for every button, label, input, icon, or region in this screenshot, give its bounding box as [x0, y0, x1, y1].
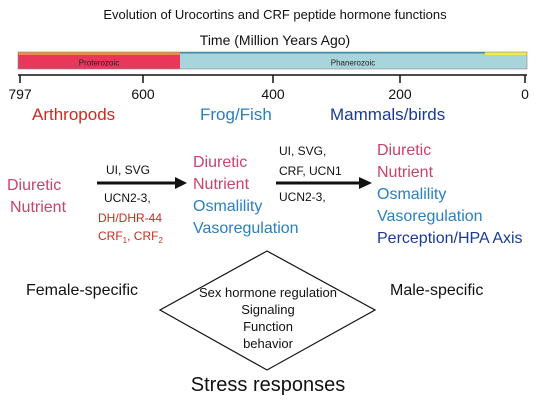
tick-label-600: 600	[131, 86, 155, 102]
frogfish-function-nutrient: Nutrient	[193, 176, 250, 193]
mammal-function-vasoregulation: Vasoregulation	[377, 208, 483, 225]
shared-functions-diamond	[158, 250, 377, 371]
tick-label-400: 400	[261, 86, 285, 102]
arrow1-label-ucn: UCN2-3,	[104, 191, 151, 205]
diamond-line-sex-hormone: Sex hormone regulation	[199, 285, 337, 300]
male-specific-label: Male-specific	[390, 282, 483, 299]
arthropod-function-nutrient: Nutrient	[10, 199, 67, 216]
mammal-function-perception: Perception/HPA Axis	[377, 230, 523, 247]
top-band-blue	[180, 52, 485, 54]
frogfish-function-vasoregulation: Vasoregulation	[193, 220, 299, 237]
diamond-line-signaling: Signaling	[241, 302, 295, 317]
frogfish-function-osmality: Osmalility	[193, 198, 262, 215]
tick-label-797: 797	[8, 86, 32, 102]
mammal-function-osmality: Osmalility	[377, 186, 446, 203]
tick-label-200: 200	[388, 86, 412, 102]
female-specific-label: Female-specific	[26, 282, 138, 299]
timeline-bar: Proterozoic Phanerozoic	[17, 51, 528, 70]
figure-title: Evolution of Urocortins and CRF peptide …	[103, 7, 447, 22]
frogfish-function-diuretic: Diuretic	[193, 154, 247, 171]
diamond-line-behavior: behavior	[243, 336, 294, 351]
eon-phanerozoic-label: Phanerozoic	[331, 59, 375, 68]
group-mammals-birds: Mammals/birds	[330, 105, 445, 124]
transition-arrow-1	[97, 177, 187, 189]
arthropod-function-diuretic: Diuretic	[7, 177, 61, 194]
arrow1-label-dh: DH/DHR-44	[98, 211, 162, 225]
eon-phanerozoic	[180, 55, 527, 69]
timeline-axis-label: Time (Million Years Ago)	[200, 32, 350, 48]
arrow2-label-ui-svg: UI, SVG,	[279, 144, 326, 158]
arrow2-label-crf-ucn1: CRF, UCN1	[279, 164, 342, 178]
tick-label-0: 0	[521, 86, 529, 102]
stress-responses-label: Stress responses	[191, 374, 346, 396]
top-band-yellow	[485, 52, 527, 55]
arrow1-label-ui-svg: UI, SVG	[106, 163, 150, 177]
arrow2-label-ucn: UCN2-3,	[279, 190, 326, 204]
mammal-function-nutrient: Nutrient	[377, 164, 434, 181]
eon-proterozoic	[18, 55, 180, 69]
time-axis: 797 600 400 200 0	[8, 74, 529, 102]
mammal-function-diuretic: Diuretic	[377, 142, 431, 159]
transition-arrow-2	[276, 177, 372, 189]
group-frog-fish: Frog/Fish	[200, 105, 272, 124]
arrow1-label-crf: CRF1, CRF2	[98, 229, 163, 245]
top-band-orange	[18, 52, 180, 55]
diamond-line-function: Function	[243, 319, 293, 334]
eon-proterozoic-label: Proterozoic	[79, 59, 119, 68]
group-arthropods: Arthropods	[32, 105, 115, 124]
timeline-outline	[17, 51, 528, 70]
